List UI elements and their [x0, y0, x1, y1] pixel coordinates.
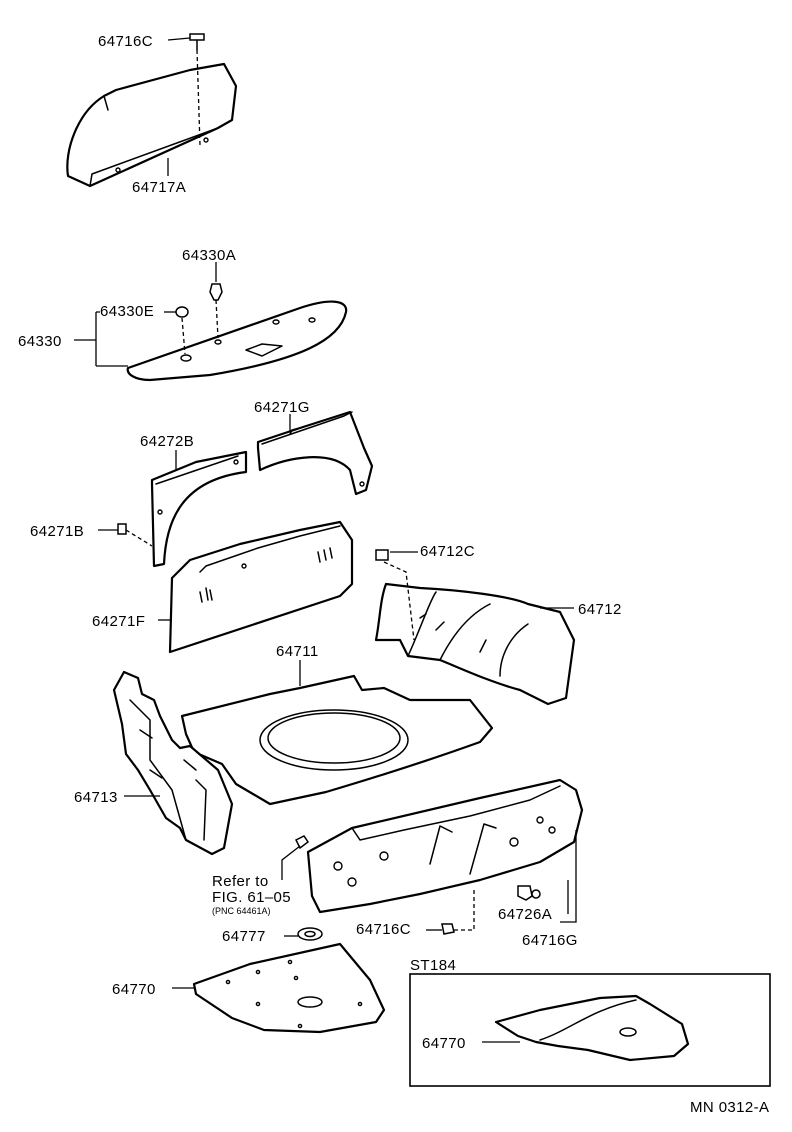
label-64716C-bottom: 64716C: [356, 921, 411, 938]
part-64716G-back-trim: [306, 778, 584, 914]
label-64716G: 64716G: [522, 932, 578, 949]
reference-line2: FIG. 61–05: [212, 889, 291, 906]
part-64770-cover: [192, 942, 386, 1034]
part-64777-washer: [297, 927, 323, 941]
fastener-reference-bolt: [294, 835, 310, 850]
label-64712C: 64712C: [420, 543, 475, 560]
label-64716C-top: 64716C: [98, 33, 153, 50]
part-64713-trim: [112, 670, 234, 856]
fastener-64716C-bottom: [441, 923, 455, 935]
fastener-64330A: [209, 283, 223, 301]
part-64272B-trim: [150, 450, 248, 568]
fastener-64716C-top: [189, 33, 205, 51]
part-64717A-trim: [66, 62, 238, 188]
label-64712: 64712: [578, 601, 622, 618]
label-64272B: 64272B: [140, 433, 194, 450]
inset-label: ST184: [410, 957, 456, 974]
part-64271F-trim: [168, 520, 354, 654]
part-64271G-trim: [256, 410, 374, 496]
fastener-64330E: [175, 306, 189, 318]
label-64330A: 64330A: [182, 247, 236, 264]
label-64770-inset: 64770: [422, 1035, 466, 1052]
label-64711: 64711: [276, 643, 319, 660]
reference-line3: (PNC 64461A): [212, 906, 271, 916]
label-64726A: 64726A: [498, 906, 552, 923]
reference-line1: Refer to: [212, 873, 269, 890]
label-64777: 64777: [222, 928, 266, 945]
label-64330: 64330: [18, 333, 62, 350]
label-64271F: 64271F: [92, 613, 145, 630]
part-64711-floor-mat: [180, 674, 494, 806]
fastener-64726A: [517, 885, 541, 901]
label-64271B: 64271B: [30, 523, 84, 540]
label-64271G: 64271G: [254, 399, 310, 416]
part-64330-package-tray: [126, 300, 348, 382]
label-64717A: 64717A: [132, 179, 186, 196]
label-64713: 64713: [74, 789, 118, 806]
part-64712-trim: [374, 582, 576, 706]
label-64770: 64770: [112, 981, 156, 998]
inset-st184: ST184 64770: [409, 957, 771, 1087]
figure-code: MN 0312-A: [690, 1099, 769, 1116]
label-64330E: 64330E: [100, 303, 154, 320]
fastener-64712C: [375, 549, 389, 561]
fastener-64271B: [117, 523, 127, 535]
